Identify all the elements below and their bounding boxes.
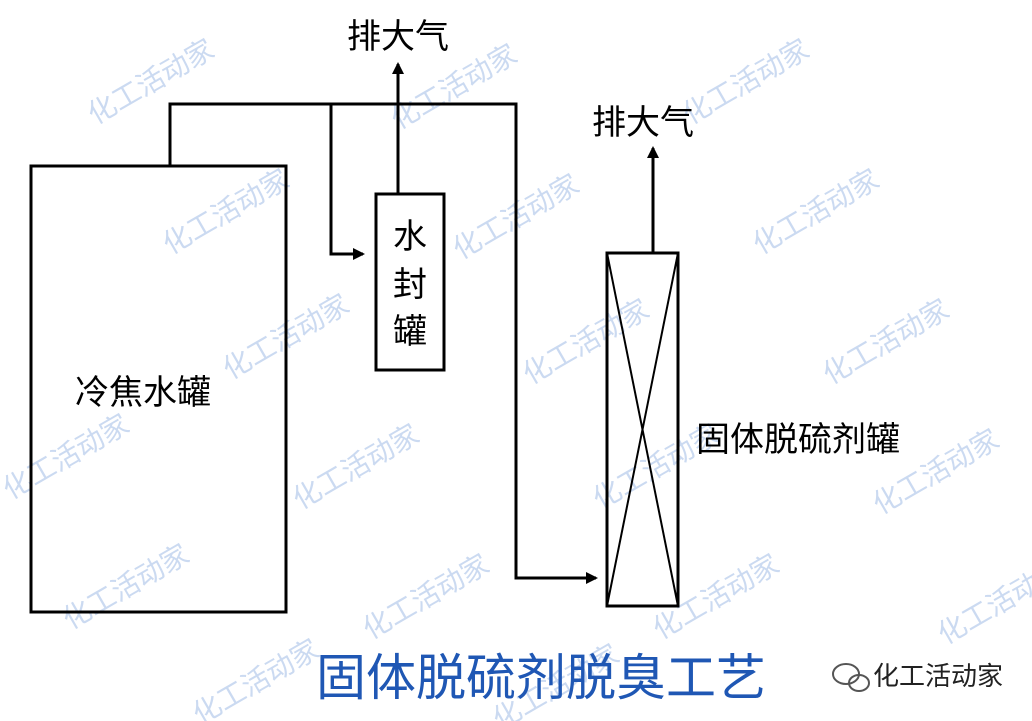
solid-desulfurizer-tank <box>605 251 680 608</box>
water-seal-label-char: 水 <box>393 217 427 257</box>
water-seal-label-char: 封 <box>393 265 427 305</box>
watermark-text: 化工活动家 <box>82 32 220 131</box>
solid-desulfurizer-tank-label: 固体脱硫剂罐 <box>696 420 900 460</box>
watermark-text: 化工活动家 <box>817 292 955 391</box>
watermark-text: 化工活动家 <box>57 537 195 636</box>
water-seal-tank <box>374 192 446 372</box>
watermark-text: 化工活动家 <box>647 547 785 646</box>
watermark-text: 化工活动家 <box>517 292 655 391</box>
watermark-text: 化工活动家 <box>157 162 295 261</box>
watermark-text: 化工活动家 <box>932 552 1032 651</box>
watermark-text: 化工活动家 <box>677 32 815 131</box>
diagram-title: 固体脱硫剂脱臭工艺 <box>316 649 766 707</box>
cold-coke-water-tank-label: 冷焦水罐 <box>75 373 211 413</box>
branch-to-water-seal-pipe <box>329 104 365 260</box>
watermark-text: 化工活动家 <box>0 407 135 506</box>
brand-name: 化工活动家 <box>873 662 1003 692</box>
vent-label-desulfurizer: 排大气 <box>592 103 694 143</box>
water-seal-label-char: 罐 <box>393 312 427 352</box>
brand-badge: 化工活动家 <box>832 662 1003 692</box>
wechat-logo-icon <box>832 663 870 692</box>
watermark-text: 化工活动家 <box>287 417 425 516</box>
piping <box>168 62 659 584</box>
watermark-text: 化工活动家 <box>187 632 325 721</box>
packing-cross-line <box>606 252 679 607</box>
cold-coke-water-tank <box>29 164 288 614</box>
watermark-text: 化工活动家 <box>357 547 495 646</box>
watermark-text: 化工活动家 <box>747 162 885 261</box>
vent-label-water-seal: 排大气 <box>347 17 449 57</box>
main-header-pipe <box>168 102 598 584</box>
